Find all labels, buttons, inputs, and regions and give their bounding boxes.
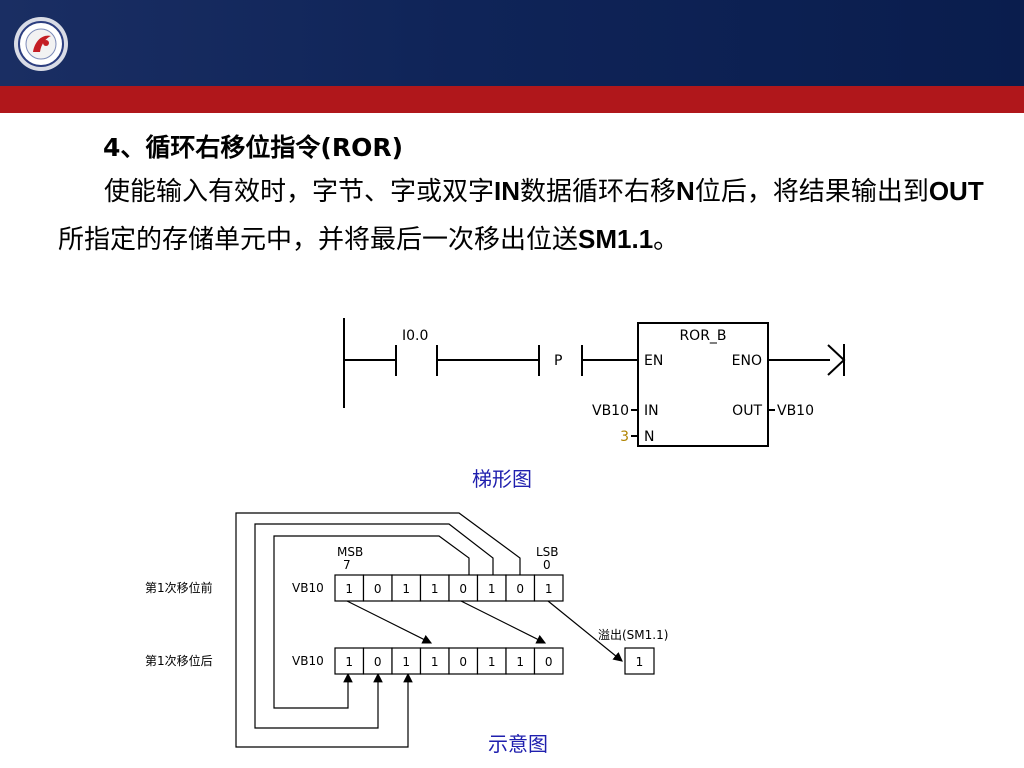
wrap-loop-outer <box>235 512 521 748</box>
wrap-loop-middle <box>254 523 494 729</box>
title-redbar <box>0 86 1024 113</box>
bit-cell <box>533 574 564 602</box>
row2-register: VB10 <box>292 654 324 668</box>
bit-value: 1 <box>488 582 496 596</box>
eno-pin: ENO <box>732 353 762 369</box>
bit-value: 1 <box>431 655 439 669</box>
overflow-label: 溢出(SM1.1) <box>598 628 668 642</box>
bit-cell <box>533 647 564 675</box>
bit-cell <box>391 647 422 675</box>
para-text-1: 使能输入有效时，字节、字或双字 <box>104 177 495 207</box>
bit-value: 0 <box>459 655 467 669</box>
overflow-cell <box>624 647 655 675</box>
msb-label: MSB <box>337 545 363 559</box>
bit-value: 1 <box>516 655 524 669</box>
para-text-5: 。 <box>653 225 680 255</box>
row2-label: 第1次移位后 <box>145 653 213 668</box>
row1-register: VB10 <box>292 581 324 595</box>
bit-value: 0 <box>374 655 382 669</box>
bit-value: 1 <box>545 582 553 596</box>
p-label: P <box>554 353 562 369</box>
bit-value: 1 <box>488 655 496 669</box>
bit-cell <box>334 647 365 675</box>
ladder-caption: 梯形图 <box>472 467 532 491</box>
diagram-caption: 示意图 <box>488 732 548 756</box>
register-before: 1 0 1 1 0 1 0 1 <box>334 574 564 602</box>
bit-value: 0 <box>545 655 553 669</box>
lsb-label: LSB <box>536 545 559 559</box>
row1-label: 第1次移位前 <box>145 580 213 595</box>
slide-heading: 4、循环右移位指令(ROR) <box>103 133 404 162</box>
para-term-n: N <box>676 176 695 206</box>
in-operand: VB10 <box>592 403 629 419</box>
para-term-sm: SM1.1 <box>578 224 654 254</box>
para-term-out: OUT <box>928 176 984 206</box>
para-text-4: 所指定的存储单元中，并将最后一次移出位送 <box>58 225 579 255</box>
bit-cell <box>362 574 393 602</box>
bit-value: 1 <box>431 582 439 596</box>
en-pin: EN <box>644 353 663 369</box>
in-pin: IN <box>644 403 659 419</box>
shift-arrow-2 <box>460 600 547 644</box>
school-logo <box>14 17 68 71</box>
overflow-arrow <box>547 600 623 662</box>
title-banner <box>0 0 1024 86</box>
description-paragraph: 使能输入有效时，字节、字或双字IN数据循环右移N位后，将结果输出到OUT 所指定的… <box>58 168 998 264</box>
bit-cell <box>334 574 365 602</box>
overflow-value: 1 <box>636 655 644 669</box>
shift-arrow-1 <box>346 600 433 644</box>
box-title: ROR_B <box>679 328 726 344</box>
para-term-in: IN <box>494 176 521 206</box>
bit-cell <box>448 647 479 675</box>
ror-box <box>637 322 769 447</box>
bit-value: 0 <box>374 582 382 596</box>
out-operand: VB10 <box>777 403 814 419</box>
bit-cell <box>419 574 450 602</box>
bit-value: 1 <box>402 655 410 669</box>
bit-cell <box>362 647 393 675</box>
bit-cell <box>419 647 450 675</box>
register-after: 1 0 1 1 0 1 1 0 <box>334 647 564 675</box>
para-text-2: 数据循环右移 <box>520 177 677 207</box>
para-text-3: 位后，将结果输出到 <box>694 177 929 207</box>
bit-value: 0 <box>516 582 524 596</box>
bit-value: 1 <box>345 655 353 669</box>
msb-index: 7 <box>343 558 351 572</box>
n-value: 3 <box>620 429 629 445</box>
contact-label: I0.0 <box>402 328 428 344</box>
bit-value: 0 <box>459 582 467 596</box>
out-pin: OUT <box>732 403 762 419</box>
lsb-index: 0 <box>543 558 551 572</box>
bit-cell <box>391 574 422 602</box>
bit-value: 1 <box>345 582 353 596</box>
wrap-loop-inner <box>273 535 470 709</box>
n-pin: N <box>644 429 654 445</box>
bit-value: 1 <box>402 582 410 596</box>
